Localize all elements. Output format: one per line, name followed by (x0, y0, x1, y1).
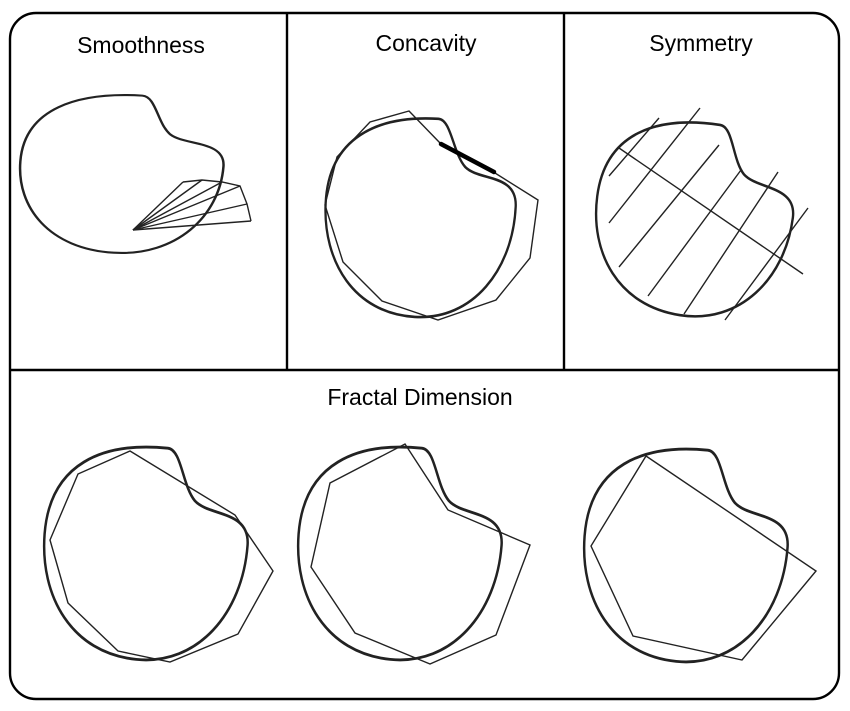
symmetry-title: Symmetry (649, 30, 753, 56)
radial-line (132, 185, 241, 231)
smoothness-shape (12, 87, 231, 261)
symmetry-shape (582, 106, 805, 332)
fractal-shape-2-polygon (310, 443, 531, 665)
radial-line (132, 179, 203, 231)
concavity-polygon (324, 110, 539, 321)
smoothness-chord-segments (182, 179, 252, 222)
outer-frame (8, 11, 841, 701)
fractal-shape-2-outline (288, 435, 510, 672)
hatch-line (724, 207, 809, 321)
fractal-dimension-title: Fractal Dimension (327, 384, 512, 410)
fractal-shape-1-outline (34, 435, 256, 672)
radial-line (132, 181, 223, 231)
hatch-line (683, 171, 779, 315)
fractal-shape-1-polygon (49, 450, 274, 663)
symmetry-hatch-lines (608, 107, 809, 321)
fractal-shape-2 (288, 435, 531, 672)
concavity-title: Concavity (376, 30, 477, 56)
symmetry-panel (582, 106, 809, 332)
radial-line (132, 220, 252, 231)
radial-line (132, 203, 248, 231)
hatch-line (608, 117, 660, 177)
radial-line (132, 181, 184, 231)
smoothness-title: Smoothness (77, 32, 205, 58)
fractal-shape-1 (34, 435, 274, 672)
hatch-line (608, 107, 701, 224)
hatch-line (647, 169, 742, 297)
smoothness-panel (12, 87, 252, 261)
concavity-thick-segment (438, 141, 497, 175)
fractal-shape-3-polygon (590, 455, 818, 661)
smoothness-radial-lines (132, 179, 252, 231)
concavity-panel (319, 110, 539, 324)
fractal-shape-3 (574, 437, 818, 674)
concavity-shape (319, 111, 521, 324)
hatch-line (618, 144, 720, 268)
